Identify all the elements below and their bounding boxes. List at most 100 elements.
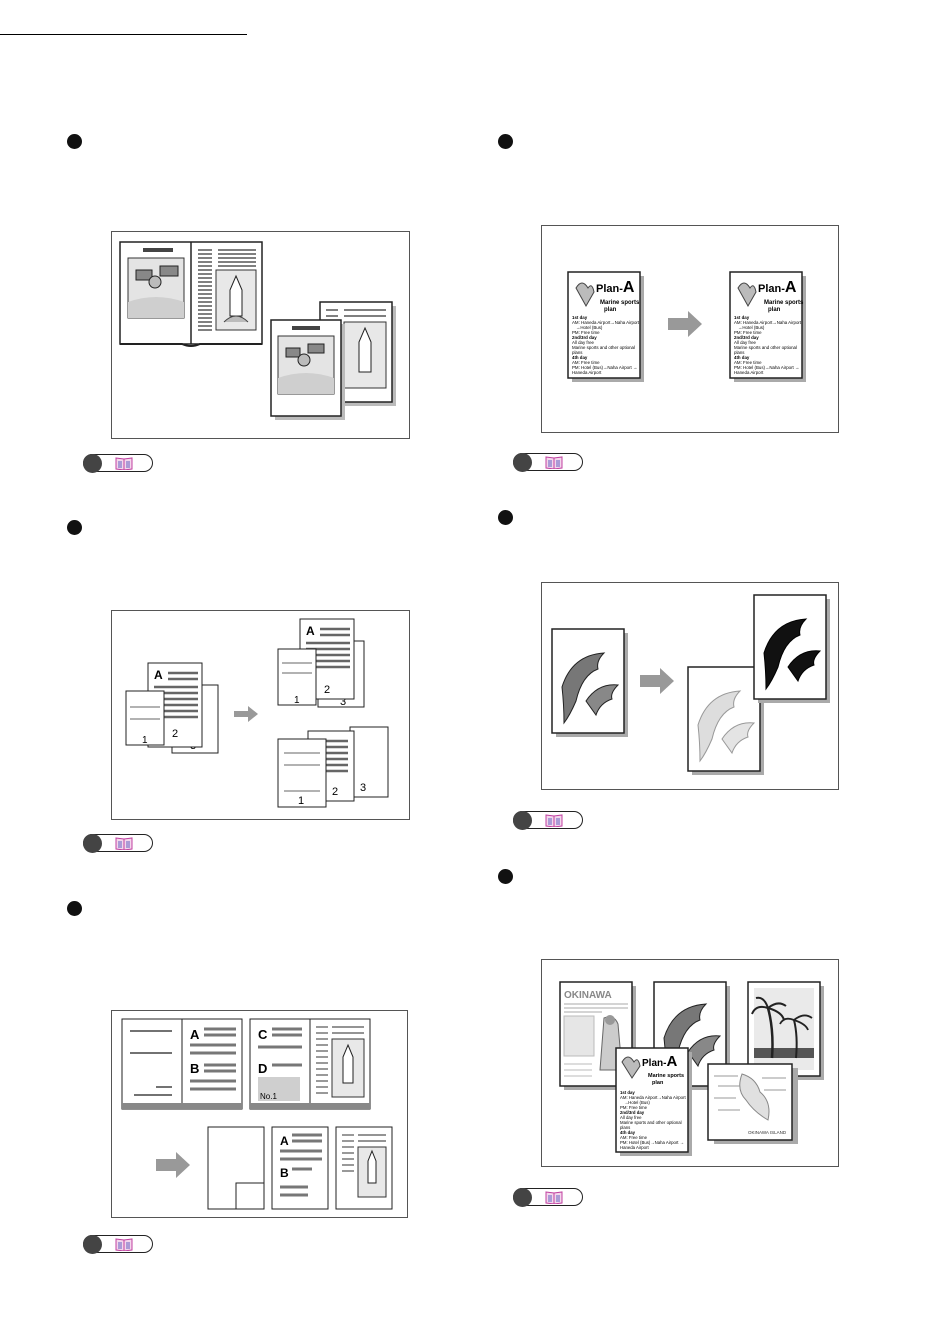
svg-text:All day free: All day free — [620, 1115, 642, 1120]
letter-a-label: A — [154, 668, 163, 682]
svg-text:PM: Hotel (Bus)→Naha Airport →: PM: Hotel (Bus)→Naha Airport → — [734, 365, 799, 370]
reference-dot-icon — [83, 834, 102, 853]
plan-title-word: Plan- — [596, 283, 623, 295]
reference-link[interactable] — [83, 833, 155, 853]
svg-text:plans: plans — [734, 350, 745, 355]
right-arrow-icon — [156, 1152, 190, 1178]
plan-line: 1st day — [572, 315, 588, 320]
plan-title-letter: A — [623, 279, 635, 296]
plan-line: 2nd/3rd day — [572, 335, 597, 340]
dolphin-density-figure — [541, 582, 839, 790]
plan-line: 4th day — [572, 355, 588, 360]
page-number-1: 1 — [142, 735, 148, 746]
plan-line: Haneda Airport — [572, 370, 602, 375]
plan-line: PM: Hotel (Bus)→Naha Airport → — [572, 365, 637, 370]
plan-line: Marine sports and other optional — [572, 345, 635, 350]
svg-text:PM: Free time: PM: Free time — [734, 330, 762, 335]
plan-subtitle-2: plan — [604, 307, 617, 313]
svg-text:Marine sports and other option: Marine sports and other optional — [734, 345, 797, 350]
book-reference-icon — [545, 1191, 563, 1204]
svg-text:plan: plan — [652, 1080, 664, 1086]
reference-link[interactable] — [513, 452, 585, 472]
section-bullet-icon — [67, 134, 82, 149]
svg-text:1st day: 1st day — [620, 1090, 635, 1095]
svg-text:Plan-A: Plan-A — [596, 279, 635, 296]
letter-d: D — [258, 1061, 267, 1076]
svg-text:PM: Hotel (Bus)→Naha Airport →: PM: Hotel (Bus)→Naha Airport → — [620, 1140, 684, 1145]
svg-text:2nd/3rd day: 2nd/3rd day — [620, 1110, 645, 1115]
svg-text:1: 1 — [294, 695, 300, 706]
collate-figure: 3 A 2 1 3 A 2 1 3 — [111, 610, 410, 820]
plan-line: →Hotel (Bus) — [576, 325, 603, 330]
plan-a-figure: Plan-A Marine sports plan 1st day AM: Ha… — [541, 225, 839, 433]
svg-text:4th day: 4th day — [620, 1130, 636, 1135]
okinawa-heading: OKINAWA — [564, 990, 612, 1001]
svg-text:→Hotel (Bus): →Hotel (Bus) — [738, 325, 765, 330]
svg-text:3: 3 — [340, 696, 346, 708]
svg-text:Marine sports and other option: Marine sports and other optional — [620, 1120, 682, 1125]
reference-dot-icon — [513, 1188, 532, 1207]
svg-text:Plan-A: Plan-A — [758, 279, 797, 296]
right-arrow-icon — [668, 311, 702, 337]
book-scan-figure — [111, 231, 410, 439]
svg-text:A: A — [280, 1134, 289, 1148]
svg-text:plans: plans — [620, 1125, 630, 1130]
svg-text:Haneda Airport: Haneda Airport — [734, 370, 764, 375]
booklet-figure: A B C D No.1 — [111, 1010, 408, 1218]
svg-text:4th day: 4th day — [734, 355, 750, 360]
svg-text:Marine sports: Marine sports — [764, 300, 804, 306]
reference-link[interactable] — [513, 810, 585, 830]
plan-subtitle-1: Marine sports — [600, 300, 640, 306]
map-caption: OKINAWA ISLAND — [748, 1130, 787, 1135]
svg-text:→Hotel (Bus): →Hotel (Bus) — [624, 1100, 650, 1105]
svg-text:B: B — [280, 1166, 289, 1180]
svg-text:AM: Haneda Airport→Naha Airpor: AM: Haneda Airport→Naha Airport — [620, 1095, 686, 1100]
reference-dot-icon — [83, 1235, 102, 1254]
plan-line: All day free — [572, 340, 595, 345]
svg-text:2: 2 — [332, 786, 338, 798]
reference-dot-icon — [513, 453, 532, 472]
svg-text:2: 2 — [324, 684, 330, 696]
section-bullet-icon — [67, 520, 82, 535]
reference-dot-icon — [83, 454, 102, 473]
page-number-2: 2 — [172, 728, 178, 740]
book-reference-icon — [115, 837, 133, 850]
reference-link[interactable] — [513, 1187, 585, 1207]
svg-text:A: A — [306, 624, 315, 638]
no1-label: No.1 — [260, 1092, 277, 1101]
book-reference-icon — [545, 814, 563, 827]
svg-text:AM: Free time: AM: Free time — [734, 360, 762, 365]
section-bullet-icon — [498, 510, 513, 525]
svg-text:plan: plan — [768, 307, 781, 313]
svg-text:Plan-A: Plan-A — [642, 1053, 677, 1070]
reference-link[interactable] — [83, 1234, 155, 1254]
svg-text:Haneda Airport: Haneda Airport — [620, 1145, 649, 1150]
mixed-originals-figure: OKINAWA OKINAWA ISLAND Plan-A Marine spo… — [541, 959, 839, 1167]
svg-text:Marine sports: Marine sports — [648, 1073, 684, 1079]
section-bullet-icon — [67, 901, 82, 916]
svg-text:All day free: All day free — [734, 340, 757, 345]
plan-line: AM: Free time — [572, 360, 600, 365]
svg-text:AM: Free time: AM: Free time — [620, 1135, 648, 1140]
letter-c: C — [258, 1027, 268, 1042]
right-arrow-icon — [640, 668, 674, 694]
book-reference-icon — [545, 456, 563, 469]
letter-a: A — [190, 1027, 200, 1042]
svg-text:2nd/3rd day: 2nd/3rd day — [734, 335, 759, 340]
header-rule — [0, 34, 247, 35]
plan-line: PM: Free time — [572, 330, 600, 335]
reference-link[interactable] — [83, 453, 155, 473]
letter-b: B — [190, 1061, 199, 1076]
section-bullet-icon — [498, 869, 513, 884]
svg-text:1st day: 1st day — [734, 315, 750, 320]
svg-text:PM: Free time: PM: Free time — [620, 1105, 648, 1110]
book-reference-icon — [115, 457, 133, 470]
plan-line: AM: Haneda Airport→Naha Airport — [572, 320, 640, 325]
svg-text:3: 3 — [360, 782, 366, 794]
svg-text:1: 1 — [298, 795, 304, 807]
section-bullet-icon — [498, 134, 513, 149]
plan-line: plans — [572, 350, 583, 355]
right-arrow-icon — [234, 706, 258, 722]
svg-text:AM: Haneda Airport→Naha Airpor: AM: Haneda Airport→Naha Airport — [734, 320, 802, 325]
book-reference-icon — [115, 1238, 133, 1251]
